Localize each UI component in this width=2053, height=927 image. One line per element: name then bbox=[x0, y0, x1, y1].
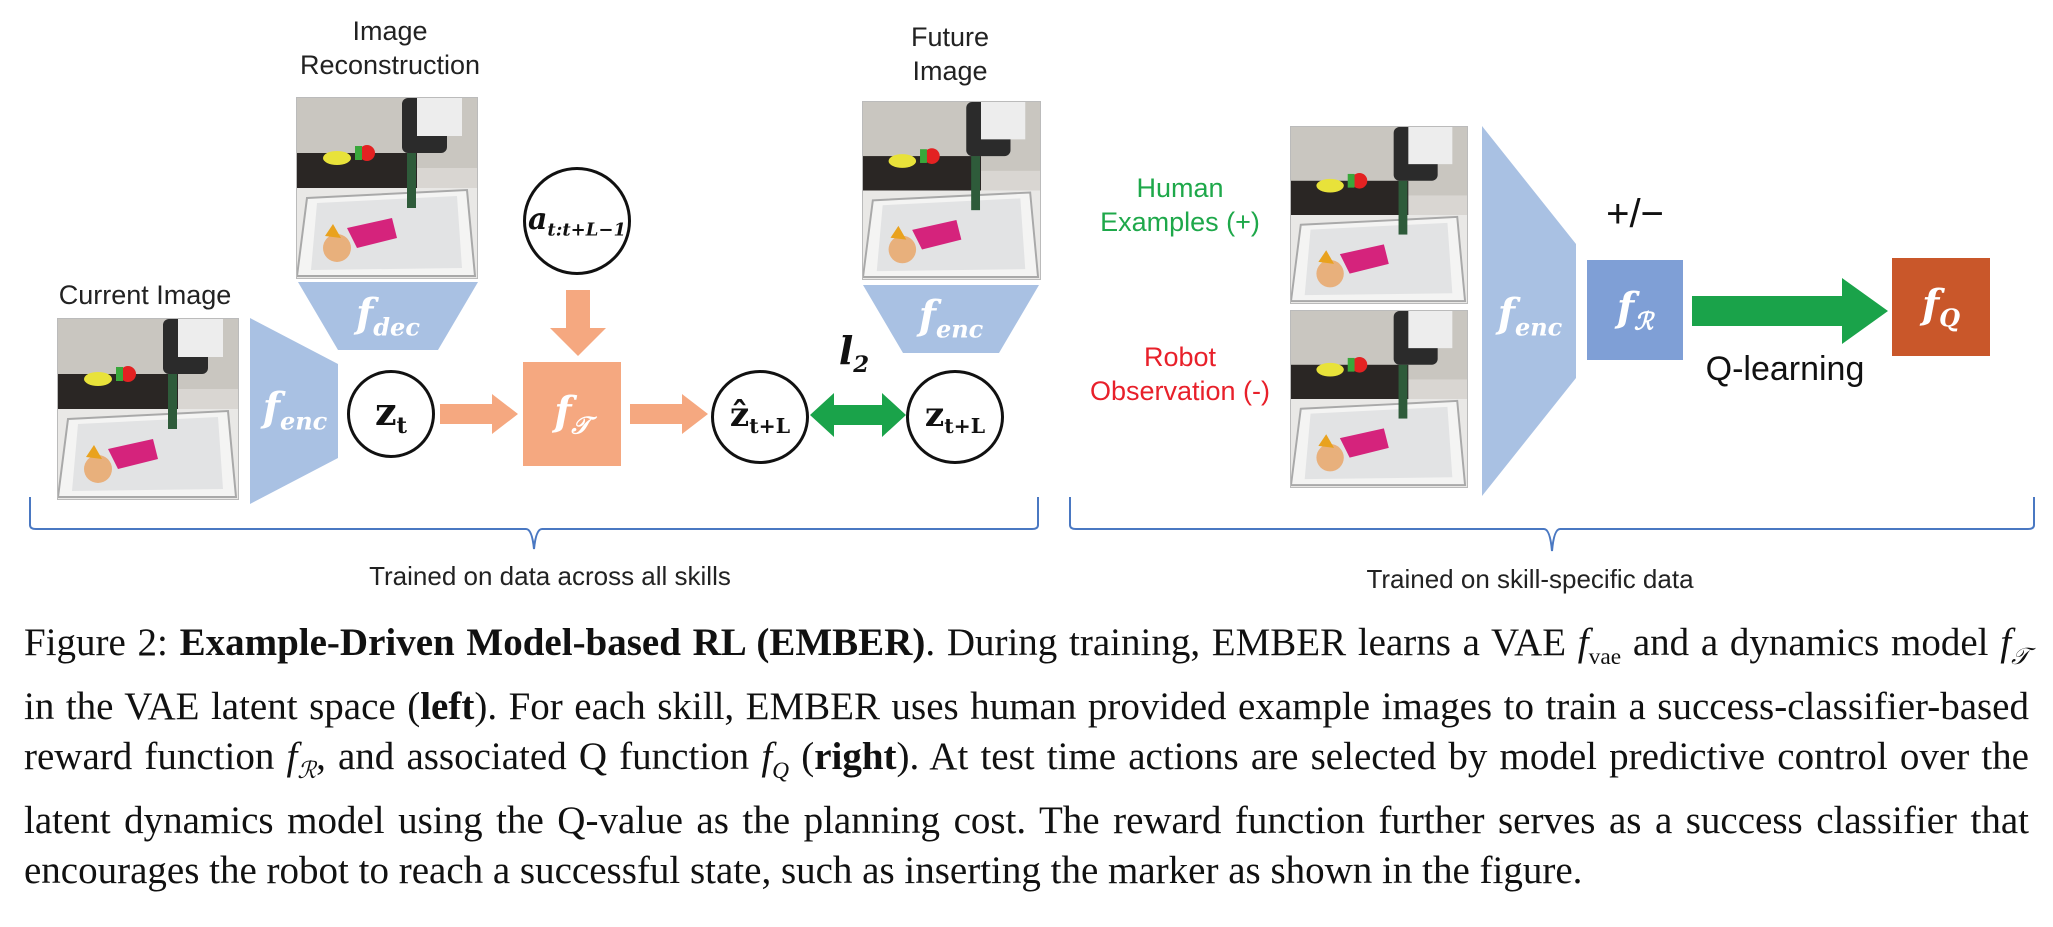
future-image-label: Future Image bbox=[910, 22, 990, 86]
caption-fq: fQ bbox=[761, 734, 790, 784]
caption-prefix: Figure 2: bbox=[24, 621, 180, 664]
caption-text: in the VAE latent space ( bbox=[24, 684, 421, 728]
reconstruction-image bbox=[296, 97, 478, 279]
l2-loss-label: l2 bbox=[838, 328, 870, 378]
caption-text: . During training, EMBER learns a VAE bbox=[925, 621, 1578, 664]
right-encoder-trapezoid bbox=[1482, 126, 1576, 496]
arrow-zt-to-dynamics bbox=[440, 394, 518, 434]
left-brace-label: Trained on data across all skills bbox=[369, 561, 731, 591]
predicted-latent-node: ẑt+L bbox=[711, 370, 809, 464]
image-reconstruction-label: Image Reconstruction bbox=[299, 16, 481, 80]
encoder-trapezoid bbox=[250, 318, 338, 504]
human-example-image bbox=[1290, 126, 1468, 304]
plus-minus-label: +/− bbox=[1606, 192, 1664, 236]
caption-title: Example-Driven Model-based RL (EMBER) bbox=[179, 621, 926, 664]
arrow-action-to-dynamics bbox=[550, 290, 606, 356]
caption-text: ). At test time actions are selected by … bbox=[24, 734, 2029, 892]
dynamics-model-box: f𝒯 bbox=[523, 362, 621, 466]
future-image bbox=[862, 101, 1041, 280]
left-brace bbox=[29, 497, 1039, 550]
q-learning-label: Q-learning bbox=[1705, 350, 1865, 388]
q-learning-arrow bbox=[1692, 278, 1888, 344]
caption-text: ). For each skill, EMBER uses human prov… bbox=[24, 684, 2029, 778]
caption-fvae: fvae bbox=[1577, 621, 1622, 670]
caption-left: left bbox=[420, 684, 475, 728]
current-image-label: Current Image bbox=[58, 280, 232, 310]
right-brace-label: Trained on skill-specific data bbox=[1366, 564, 1694, 594]
action-node: at:t+L−1 bbox=[523, 167, 631, 275]
caption-fr: fℛ bbox=[286, 734, 317, 784]
right-f-enc-label: fenc bbox=[1497, 290, 1563, 342]
figure-caption: Figure 2: Example-Driven Model-based RL … bbox=[24, 618, 2029, 896]
caption-right: right bbox=[814, 734, 897, 778]
caption-ft: f𝒯 bbox=[2000, 621, 2029, 670]
f-enc-label: fenc bbox=[262, 384, 328, 436]
caption-text: and a dynamics model bbox=[1621, 621, 2001, 664]
current-image bbox=[57, 318, 239, 500]
f-enc-future-label: fenc bbox=[918, 292, 984, 344]
l2-double-arrow bbox=[810, 393, 906, 437]
right-brace bbox=[1069, 497, 2035, 552]
future-encoder-trapezoid bbox=[863, 285, 1039, 353]
q-function-box: fQ bbox=[1892, 258, 1990, 356]
f-dec-label: fdec bbox=[356, 290, 420, 342]
future-latent-node: zt+L bbox=[906, 370, 1004, 464]
robot-observation-label: Robot Observation (-) bbox=[1089, 342, 1271, 406]
reward-function-box: fℛ bbox=[1587, 260, 1683, 360]
caption-text: , and associated Q function bbox=[316, 734, 762, 778]
human-examples-label: Human Examples (+) bbox=[1100, 173, 1260, 237]
arrow-dynamics-to-zhat bbox=[630, 394, 708, 434]
robot-observation-image bbox=[1290, 310, 1468, 488]
figure: Image Reconstruction fdec Current Image … bbox=[29, 16, 2035, 594]
latent-z-t-node: zt bbox=[347, 370, 435, 458]
caption-text: ( bbox=[789, 734, 815, 778]
decoder-trapezoid bbox=[298, 282, 478, 350]
